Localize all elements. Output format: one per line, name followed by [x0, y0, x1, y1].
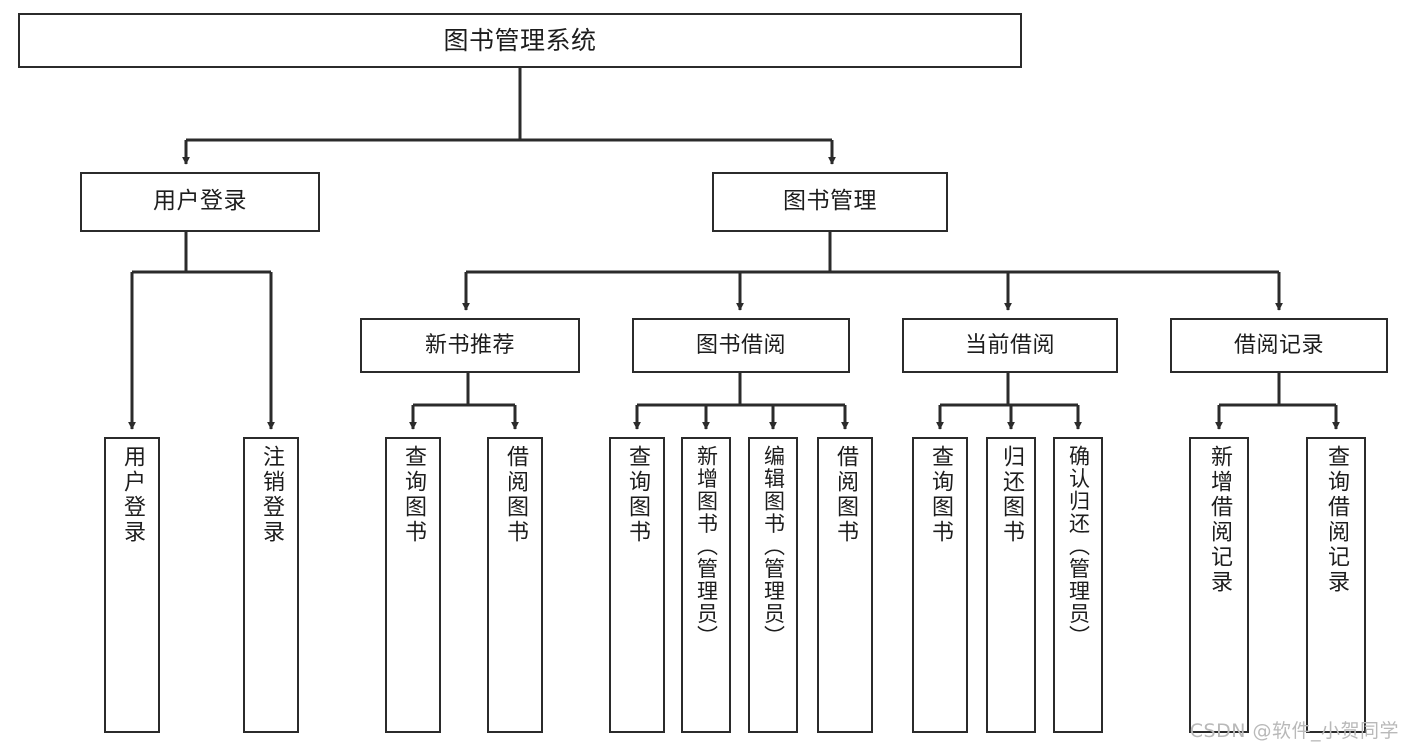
- node-leaf-add-record[interactable]: 新增借阅记录: [1189, 437, 1249, 733]
- node-leaf-add-record-label: 新增借阅记录: [1207, 445, 1232, 595]
- node-new-book-recommend-label: 新书推荐: [424, 332, 515, 358]
- node-leaf-confirm-return-label: 确认归还（管理员）: [1066, 445, 1091, 648]
- node-book-manage[interactable]: 图书管理: [712, 172, 948, 232]
- node-leaf-borrow-book-b[interactable]: 借阅图书: [817, 437, 873, 733]
- node-current-borrow-label: 当前借阅: [964, 332, 1055, 358]
- node-leaf-query-record[interactable]: 查询借阅记录: [1306, 437, 1366, 733]
- node-leaf-logout[interactable]: 注销登录: [243, 437, 299, 733]
- node-book-borrow[interactable]: 图书借阅: [632, 318, 850, 373]
- node-user-login[interactable]: 用户登录: [80, 172, 320, 232]
- node-leaf-confirm-return[interactable]: 确认归还（管理员）: [1053, 437, 1103, 733]
- node-leaf-query-book-a-label: 查询图书: [401, 445, 426, 545]
- csdn-watermark: CSDN @软件_小贺同学: [1189, 720, 1399, 742]
- node-leaf-logout-label: 注销登录: [259, 445, 284, 545]
- node-leaf-borrow-book-a-label: 借阅图书: [503, 445, 528, 545]
- node-leaf-query-book-c[interactable]: 查询图书: [912, 437, 968, 733]
- node-leaf-add-book-label: 新增图书（管理员）: [694, 445, 719, 648]
- node-root[interactable]: 图书管理系统: [18, 13, 1022, 68]
- node-leaf-edit-book-label: 编辑图书（管理员）: [761, 445, 786, 648]
- node-leaf-query-book-a[interactable]: 查询图书: [385, 437, 441, 733]
- node-book-borrow-label: 图书借阅: [695, 332, 786, 358]
- node-leaf-query-record-label: 查询借阅记录: [1324, 445, 1349, 595]
- node-leaf-borrow-book-b-label: 借阅图书: [833, 445, 858, 545]
- node-leaf-user-login-label: 用户登录: [120, 445, 145, 545]
- node-leaf-query-book-b[interactable]: 查询图书: [609, 437, 665, 733]
- node-borrow-record[interactable]: 借阅记录: [1170, 318, 1388, 373]
- node-leaf-edit-book[interactable]: 编辑图书（管理员）: [748, 437, 798, 733]
- node-leaf-borrow-book-a[interactable]: 借阅图书: [487, 437, 543, 733]
- node-book-manage-label: 图书管理: [783, 188, 877, 215]
- node-new-book-recommend[interactable]: 新书推荐: [360, 318, 580, 373]
- node-leaf-query-book-b-label: 查询图书: [625, 445, 650, 545]
- node-borrow-record-label: 借阅记录: [1233, 332, 1324, 358]
- node-leaf-add-book[interactable]: 新增图书（管理员）: [681, 437, 731, 733]
- node-leaf-user-login[interactable]: 用户登录: [104, 437, 160, 733]
- node-leaf-query-book-c-label: 查询图书: [928, 445, 953, 545]
- node-user-login-label: 用户登录: [153, 188, 247, 215]
- node-leaf-return-book[interactable]: 归还图书: [986, 437, 1036, 733]
- node-leaf-return-book-label: 归还图书: [999, 445, 1024, 545]
- node-root-label: 图书管理系统: [443, 25, 597, 55]
- node-current-borrow[interactable]: 当前借阅: [902, 318, 1118, 373]
